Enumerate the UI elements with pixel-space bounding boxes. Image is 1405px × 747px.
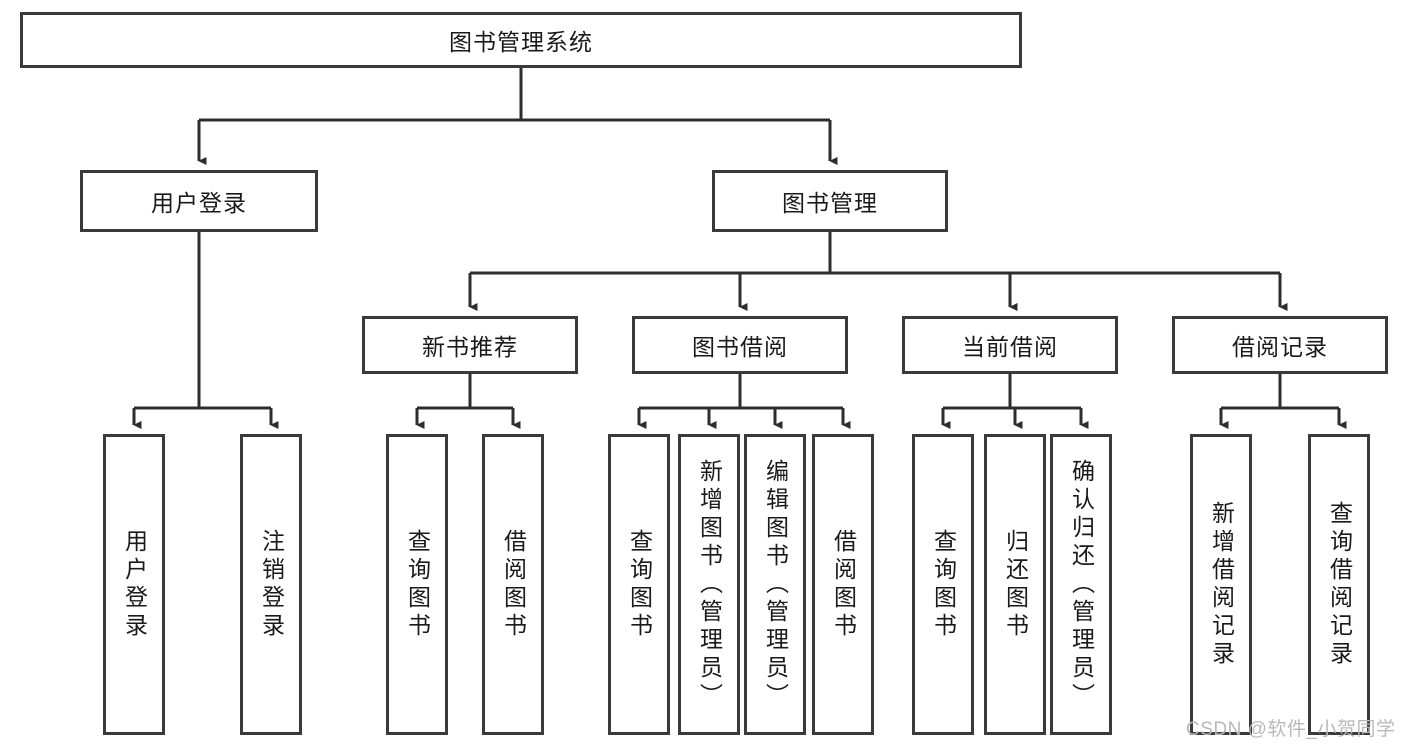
node-label: 借阅记录: [1232, 334, 1328, 360]
node-label: 查询图书: [626, 528, 653, 641]
node-current[interactable]: 当前借阅: [902, 316, 1118, 374]
node-leaf-nb-query[interactable]: 查询图书: [386, 434, 448, 735]
node-leaf-rec-query[interactable]: 查询借阅记录: [1308, 434, 1370, 735]
node-label: 编辑图书（管理员）: [762, 458, 789, 711]
node-label: 图书管理系统: [449, 29, 593, 55]
node-label: 新增借阅记录: [1208, 500, 1235, 669]
node-borrow[interactable]: 图书借阅: [632, 316, 848, 374]
node-label: 借阅图书: [500, 528, 527, 641]
node-bookmgmt[interactable]: 图书管理: [712, 170, 948, 232]
node-label: 借阅图书: [830, 528, 857, 641]
node-leaf-bw-add[interactable]: 新增图书（管理员）: [678, 434, 740, 735]
node-label: 图书管理: [782, 190, 878, 216]
node-label: 确认归还（管理员）: [1068, 458, 1095, 711]
node-label: 查询图书: [930, 528, 957, 641]
node-leaf-bw-query[interactable]: 查询图书: [608, 434, 670, 735]
node-leaf-user-login[interactable]: 用户登录: [103, 434, 165, 735]
node-label: 新增图书（管理员）: [696, 458, 723, 711]
node-leaf-user-logout[interactable]: 注销登录: [240, 434, 302, 735]
node-root[interactable]: 图书管理系统: [20, 12, 1022, 68]
node-label: 注销登录: [258, 528, 285, 641]
node-label: 新书推荐: [422, 334, 518, 360]
node-label: 归还图书: [1002, 528, 1029, 641]
node-records[interactable]: 借阅记录: [1172, 316, 1388, 374]
node-leaf-rec-add[interactable]: 新增借阅记录: [1190, 434, 1252, 735]
node-label: 当前借阅: [962, 334, 1058, 360]
node-label: 用户登录: [121, 528, 148, 641]
node-label: 查询图书: [404, 528, 431, 641]
node-leaf-cur-return[interactable]: 归还图书: [984, 434, 1046, 735]
node-login[interactable]: 用户登录: [80, 170, 318, 232]
node-label: 查询借阅记录: [1326, 500, 1353, 669]
node-leaf-cur-query[interactable]: 查询图书: [912, 434, 974, 735]
watermark-text: CSDN @软件_小贺同学: [1186, 719, 1396, 740]
node-label: 图书借阅: [692, 334, 788, 360]
node-leaf-bw-edit[interactable]: 编辑图书（管理员）: [744, 434, 806, 735]
node-leaf-bw-borrow[interactable]: 借阅图书: [812, 434, 874, 735]
node-label: 用户登录: [151, 190, 247, 216]
node-leaf-cur-confirm[interactable]: 确认归还（管理员）: [1050, 434, 1112, 735]
node-leaf-nb-borrow[interactable]: 借阅图书: [482, 434, 544, 735]
node-newbook[interactable]: 新书推荐: [362, 316, 578, 374]
